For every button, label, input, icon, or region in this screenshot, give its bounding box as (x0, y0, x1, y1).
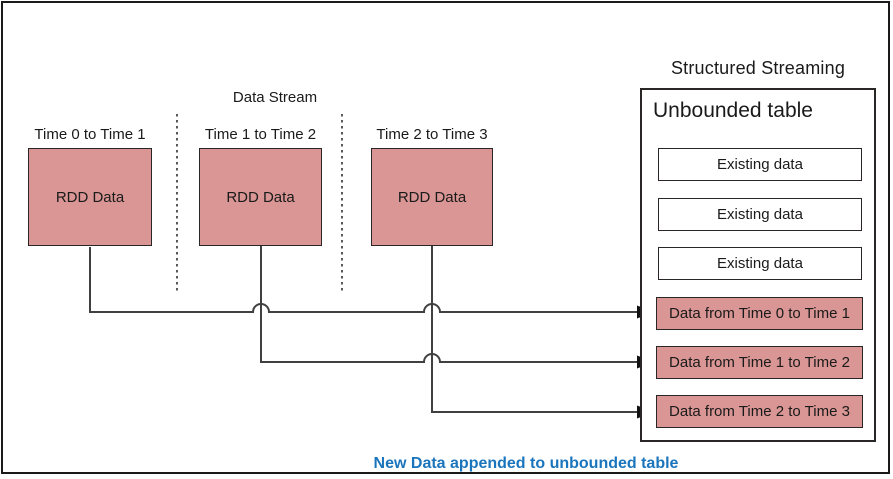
appended-data-row-2: Data from Time 2 to Time 3 (656, 395, 863, 428)
existing-data-row-1: Existing data (658, 198, 862, 231)
rdd-data-box-2: RDD Data (371, 148, 493, 246)
existing-data-row-label: Existing data (717, 156, 803, 173)
time-label-0: Time 0 to Time 1 (34, 126, 146, 143)
rdd-data-box-0: RDD Data (28, 148, 152, 246)
unbounded-table-heading: Unbounded table (653, 99, 813, 122)
unbounded-table-box: Unbounded table Existing data Existing d… (640, 88, 876, 442)
time-label-1: Time 1 to Time 2 (204, 126, 317, 143)
appended-data-row-label: Data from Time 0 to Time 1 (669, 305, 850, 322)
appended-data-row-label: Data from Time 1 to Time 2 (669, 354, 850, 371)
rdd-data-box-label: RDD Data (226, 188, 295, 206)
rdd-data-box-label: RDD Data (397, 188, 467, 206)
existing-data-row-label: Existing data (717, 255, 803, 272)
existing-data-row-0: Existing data (658, 148, 862, 181)
data-stream-label: Data Stream (232, 89, 318, 106)
structured-streaming-title: Structured Streaming (670, 58, 846, 78)
time-label-2: Time 2 to Time 3 (376, 126, 488, 143)
appended-data-row-1: Data from Time 1 to Time 2 (656, 346, 863, 379)
new-data-caption: New Data appended to unbounded table (373, 455, 679, 472)
existing-data-row-2: Existing data (658, 247, 862, 280)
existing-data-row-label: Existing data (717, 206, 803, 223)
appended-data-row-label: Data from Time 2 to Time 3 (669, 403, 850, 420)
rdd-data-box-1: RDD Data (199, 148, 322, 246)
appended-data-row-0: Data from Time 0 to Time 1 (656, 297, 863, 330)
rdd-data-box-label: RDD Data (55, 188, 125, 206)
